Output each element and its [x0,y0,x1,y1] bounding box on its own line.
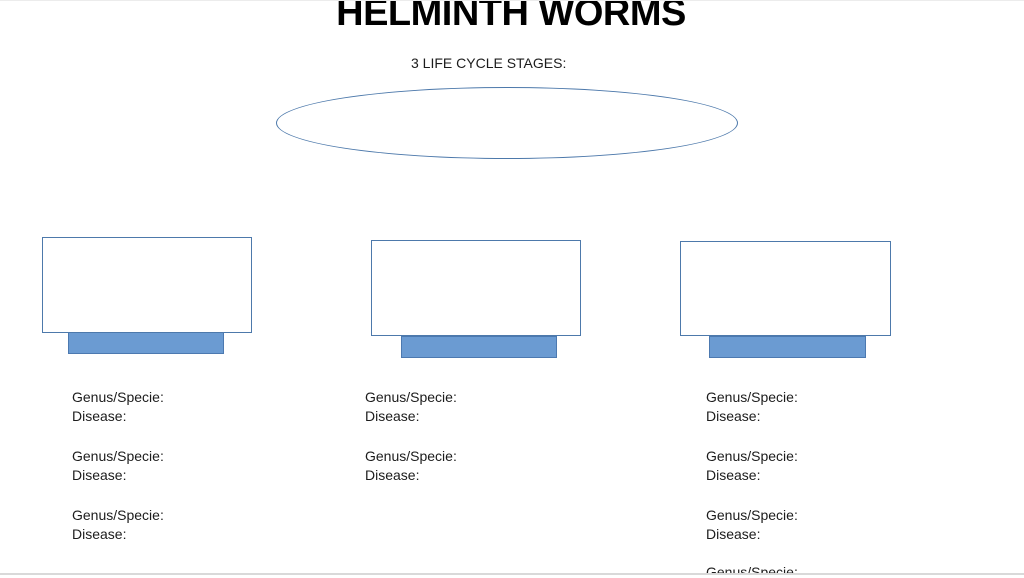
genus-specie-label: Genus/Specie: [365,389,457,405]
label-group: Genus/Specie: Disease: [365,388,457,426]
label-group: Genus/Specie: Disease: [706,447,798,485]
disease-label: Disease: [72,408,127,424]
disease-label: Disease: [365,467,420,483]
genus-specie-label: Genus/Specie: [706,448,798,464]
below-divider-area [0,575,1024,578]
stage-label-bar-3 [709,336,866,358]
life-cycle-ellipse-shape [276,87,738,159]
label-group: Genus/Specie: Disease: [706,388,798,426]
stage-label-bar-2 [401,336,557,358]
label-group: Genus/Specie: Disease: [365,447,457,485]
window-bottom-divider [0,573,1024,575]
life-cycle-stages-label: 3 LIFE CYCLE STAGES: [411,55,567,71]
genus-specie-label: Genus/Specie: [706,507,798,523]
genus-specie-label: Genus/Specie: [72,389,164,405]
document-title: HELMINTH WORMS [336,0,686,34]
label-group: Genus/Specie: Disease: [72,388,164,426]
label-group: Genus/Specie: Disease: [72,506,164,544]
label-group: Genus/Specie: Disease: [706,506,798,544]
disease-label: Disease: [706,526,761,542]
disease-label: Disease: [72,467,127,483]
genus-specie-label: Genus/Specie: [706,389,798,405]
disease-label: Disease: [365,408,420,424]
stage-box-2 [371,240,581,336]
genus-specie-label: Genus/Specie: [72,448,164,464]
stage-label-bar-1 [68,332,224,354]
stage-box-1 [42,237,252,333]
disease-label: Disease: [72,526,127,542]
genus-specie-label: Genus/Specie: [365,448,457,464]
label-group: Genus/Specie: Disease: [72,447,164,485]
disease-label: Disease: [706,467,761,483]
genus-specie-label: Genus/Specie: [72,507,164,523]
disease-label: Disease: [706,408,761,424]
stage-box-3 [680,241,891,336]
